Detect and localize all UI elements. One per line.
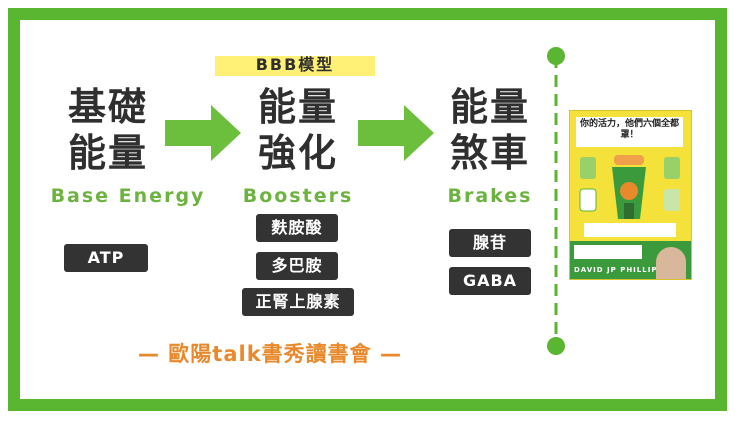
boosters-english-label: Boosters (242, 185, 354, 207)
brakes-english-label: Brakes (447, 185, 533, 207)
item-dopamine: 多巴胺 (256, 252, 338, 280)
green-frame (8, 8, 727, 411)
book-quote-box (574, 245, 642, 259)
book-illustration (579, 155, 680, 237)
base-english-label: Base Energy (50, 185, 206, 207)
item-adenosine: 腺苷 (449, 229, 531, 257)
book-title-box: 你的活力，他們六個全都罩！ (576, 117, 683, 147)
item-norepinephrine: 正腎上腺素 (242, 288, 354, 316)
base-title-line2: 能量 (67, 131, 148, 175)
boosters-title-line1: 能量 (257, 85, 338, 129)
model-label: BBB模型 (215, 56, 375, 76)
brakes-title-line1: 能量 (449, 85, 530, 129)
book-title: 你的活力，他們六個全都罩！ (579, 119, 679, 140)
base-title-line1: 基礎 (67, 85, 148, 129)
author-photo (656, 247, 686, 279)
item-gaba: GABA (449, 267, 531, 295)
book-author: DAVID JP PHILLIPS (574, 266, 664, 274)
book-bottom-band: DAVID JP PHILLIPS (570, 241, 691, 279)
boosters-title-line2: 強化 (257, 131, 338, 175)
item-glutamate: 麩胺酸 (256, 214, 338, 242)
footer-title: — 歐陽talk書秀讀書會 — (138, 342, 402, 366)
book-cover: 你的活力，他們六個全都罩！ DAVID JP PHILLIPS (569, 110, 692, 280)
right-arrow-2-icon (358, 105, 434, 161)
item-atp: ATP (64, 244, 148, 272)
brakes-title-line2: 煞車 (449, 131, 530, 175)
right-arrow-1-icon (165, 105, 241, 161)
vertical-divider (547, 47, 565, 355)
